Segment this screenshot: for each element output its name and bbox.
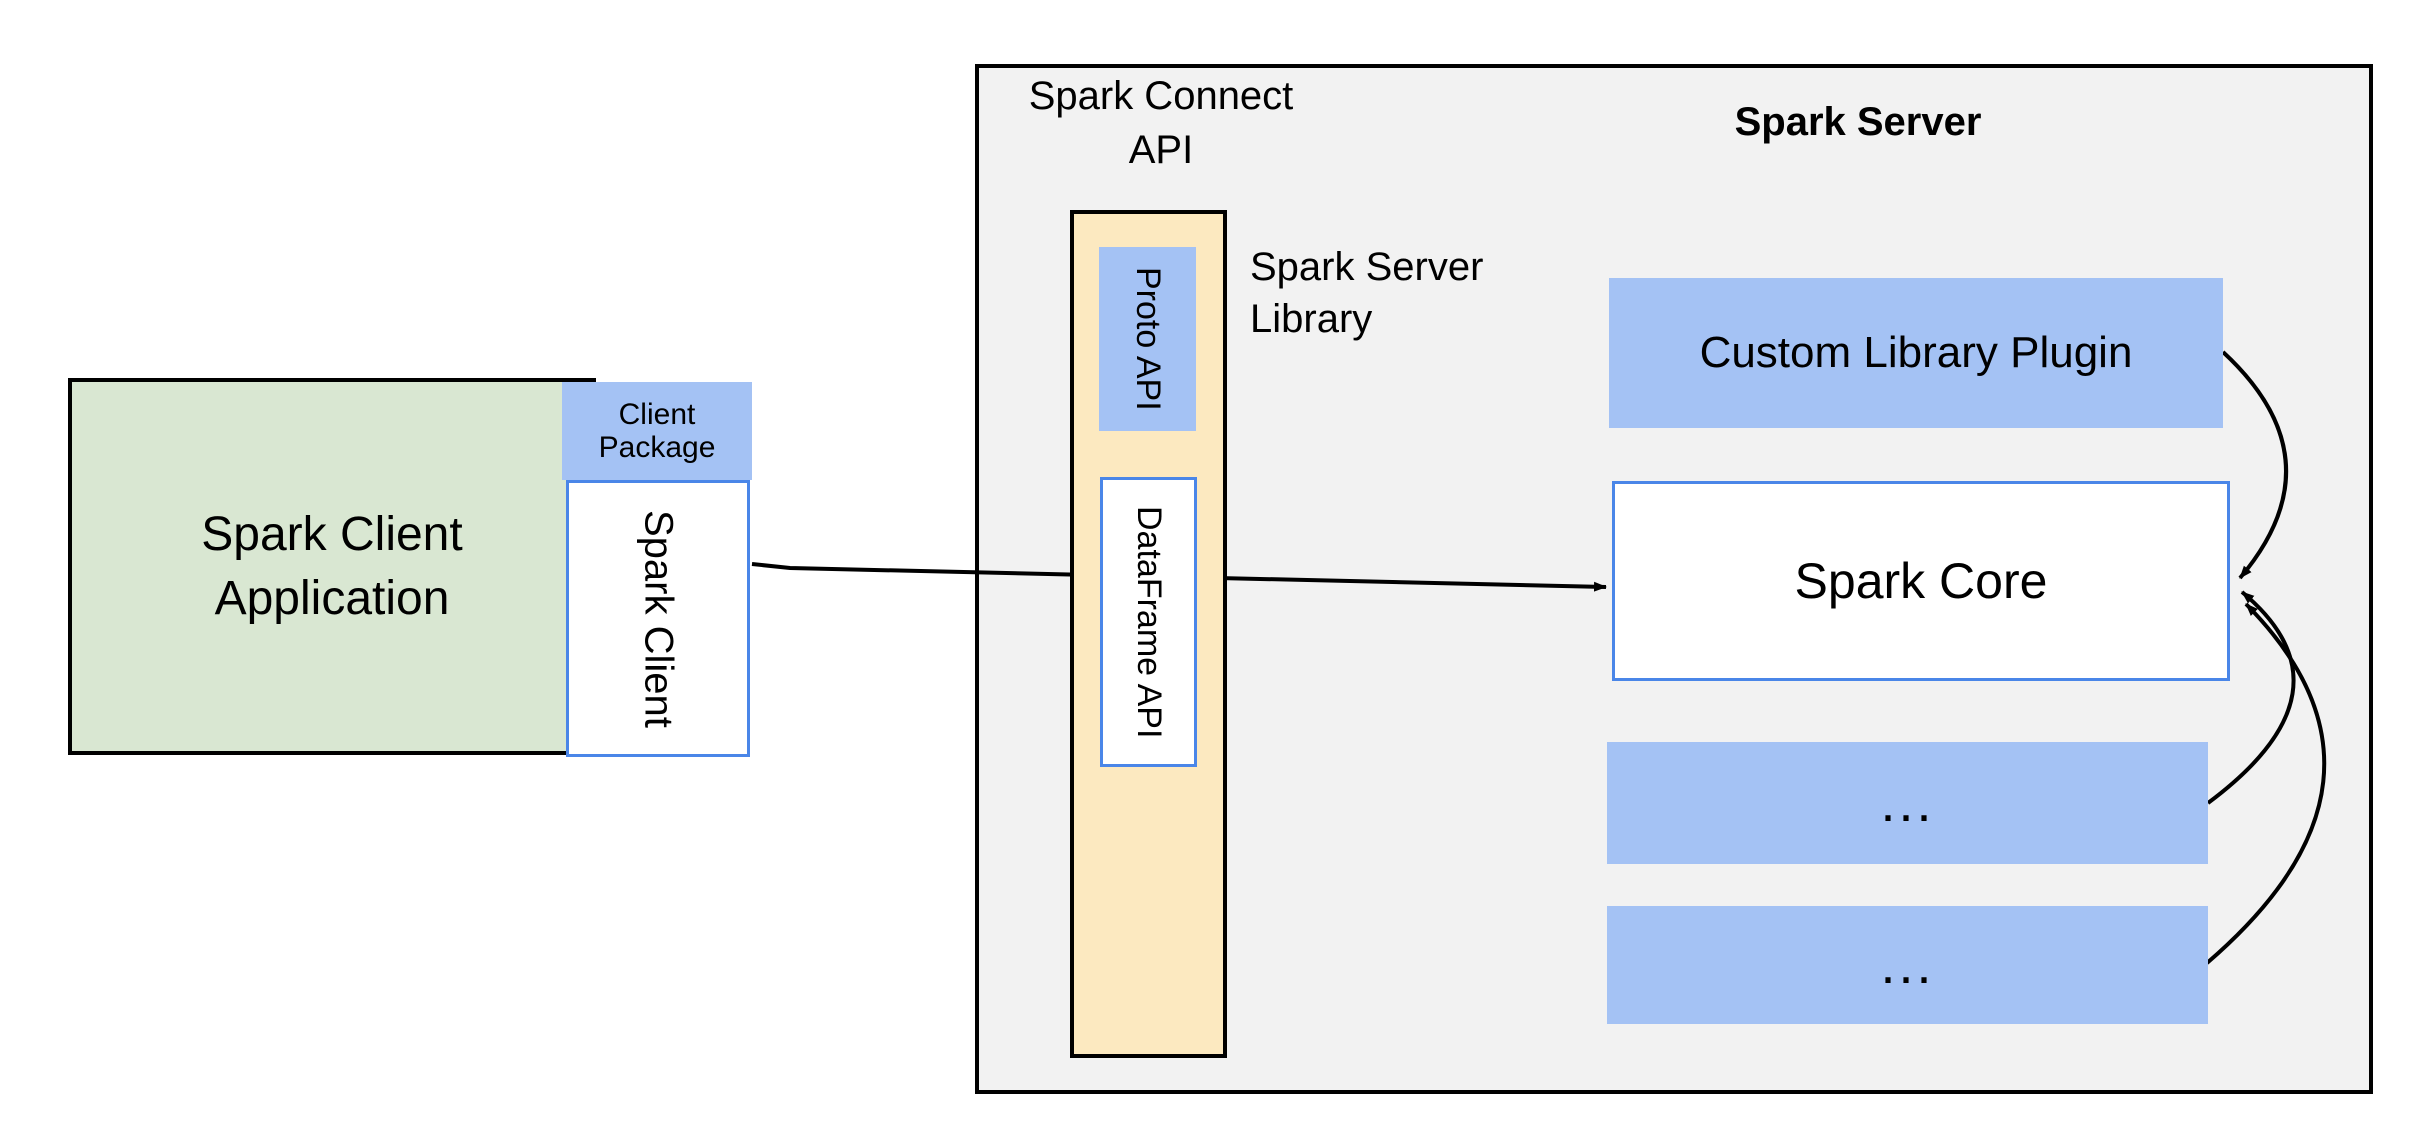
client-package-box: Client Package [562, 382, 752, 480]
ellipsis-box-2: ... [1607, 906, 2208, 1024]
ellipsis-label-1: ... [1880, 773, 1935, 833]
dataframe-api-box: DataFrame API [1100, 477, 1197, 767]
custom-library-plugin-label: Custom Library Plugin [1699, 328, 2133, 377]
spark-core-label: Spark Core [1794, 553, 2048, 609]
client-to-core-arrow [751, 562, 1607, 592]
dataframe-api-label: DataFrame API [1130, 505, 1168, 739]
ellipsis-label-2: ... [1880, 935, 1935, 995]
spark-client-application-label: Spark Client Application [201, 507, 463, 625]
custom-library-plugin-box: Custom Library Plugin [1609, 278, 2223, 428]
proto-api-box: Proto API [1099, 247, 1196, 431]
ellipsis-box-1: ... [1607, 742, 2208, 864]
spark-server-title: Spark Server [1734, 100, 1982, 144]
dots2-to-core-arc [2205, 602, 2327, 965]
spark-server-library-label: Spark Server Library [1250, 245, 1484, 341]
spark-client-label: Spark Client [636, 509, 681, 728]
spark-client-application-box: Spark Client Application [68, 378, 596, 755]
client-package-label: Client Package [598, 398, 716, 464]
spark-core-box: Spark Core [1612, 481, 2230, 681]
plugin-to-core-arc [2221, 350, 2289, 580]
proto-api-label: Proto API [1129, 267, 1167, 411]
dots1-to-core-arc [2206, 590, 2296, 805]
spark-client-box: Spark Client [566, 480, 750, 757]
spark-connect-api-label: Spark Connect API [1028, 74, 1294, 172]
